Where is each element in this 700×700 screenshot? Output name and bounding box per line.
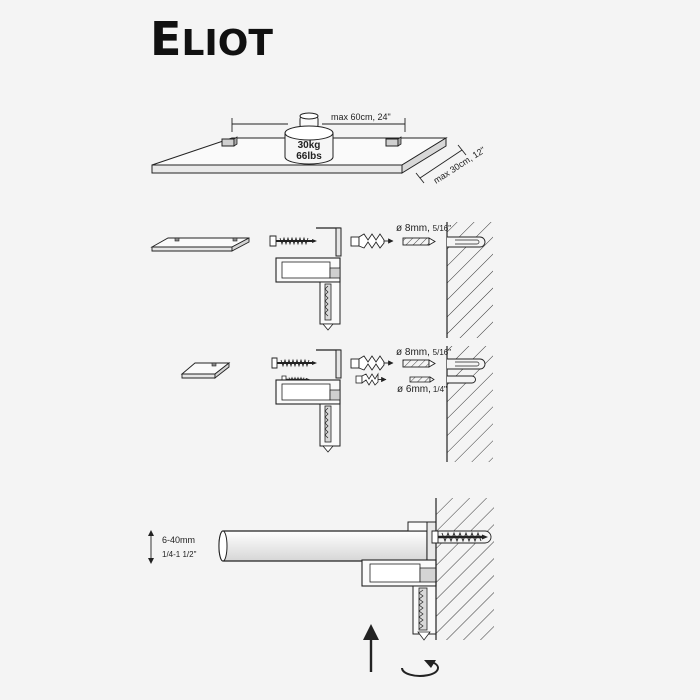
push-up-arrow-icon: [363, 624, 379, 672]
step2-drill-fraction-large: 5/16": [433, 348, 452, 357]
overview-depth-tick-b: [457, 144, 467, 156]
brand-title: ELIOT: [150, 12, 273, 66]
step2-wall-plug-large-icon: [350, 355, 394, 371]
overview-depth-tick-a: [415, 172, 425, 184]
step1-group: ø 8mm, 5/16": [150, 222, 493, 338]
step1-drill-fraction: 5/16": [433, 224, 452, 233]
thickness-metric-label: 6-40mm: [162, 535, 195, 545]
rotate-clockwise-icon: [401, 660, 439, 677]
step2-wall-plug-small-icon: [355, 372, 387, 386]
final-wall-section: [431, 498, 494, 640]
brand-title-initial: E: [150, 12, 181, 66]
step2-shelf-thumbnail: [180, 362, 231, 379]
overview-shelf-front: [151, 164, 403, 174]
step1-drill-bit-icon: [402, 237, 436, 246]
step1-drill-diameter: ø 8mm,: [396, 223, 433, 234]
weight-kg-label: 30kg: [298, 140, 321, 151]
overview-bracket-right: [385, 136, 402, 147]
step2-drill-fraction-small: 1/4": [433, 385, 447, 394]
final-shelf-glass: [218, 530, 428, 562]
overview-max-length-label: max 60cm, 24": [331, 112, 391, 122]
step1-shelf-thumbnail: [150, 237, 250, 252]
overview-shelf-side: [401, 137, 447, 174]
weight-icon: 30kg 66lbs: [284, 112, 334, 165]
step1-screw-icon: [269, 235, 317, 247]
brand-title-rest: LIOT: [181, 23, 273, 64]
step2-drill-small-label: ø 6mm,1/4": [397, 384, 447, 395]
overview-depth-line: [419, 149, 463, 179]
step3-group: 6-40mm 1/4-1 1/2": [148, 498, 494, 677]
step2-drill-bit-large-icon: [402, 359, 436, 368]
step2-wall-section: [446, 346, 493, 462]
step1-drill-label: ø 8mm, 5/16": [396, 223, 451, 234]
step2-drill-bit-small-icon: [409, 376, 435, 383]
step2-drill-large-label: ø 8mm, 5/16": [396, 347, 451, 358]
weight-lbs-label: 66lbs: [296, 151, 322, 162]
step1-wall-section: [446, 222, 493, 338]
final-set-screw-tip: [417, 631, 431, 641]
step2-screw-large-icon: [271, 357, 317, 369]
step1-clamp-icon: [275, 227, 342, 331]
step2-clamp-icon: [275, 349, 342, 453]
step2-group: ø 8mm, 5/16" ø 6mm,1/4": [180, 346, 493, 462]
step1-wall-plug-icon: [350, 233, 394, 249]
thickness-imperial-label: 1/4-1 1/2": [162, 550, 197, 559]
step2-drill-diameter-small: ø 6mm,: [397, 384, 431, 395]
step2-drill-diameter-large: ø 8mm,: [396, 347, 433, 358]
overview-bracket-left: [221, 136, 238, 147]
overview-shelf-group: max 60cm, 24" max 30cm, 12" 30kg 66lbs: [151, 112, 487, 186]
